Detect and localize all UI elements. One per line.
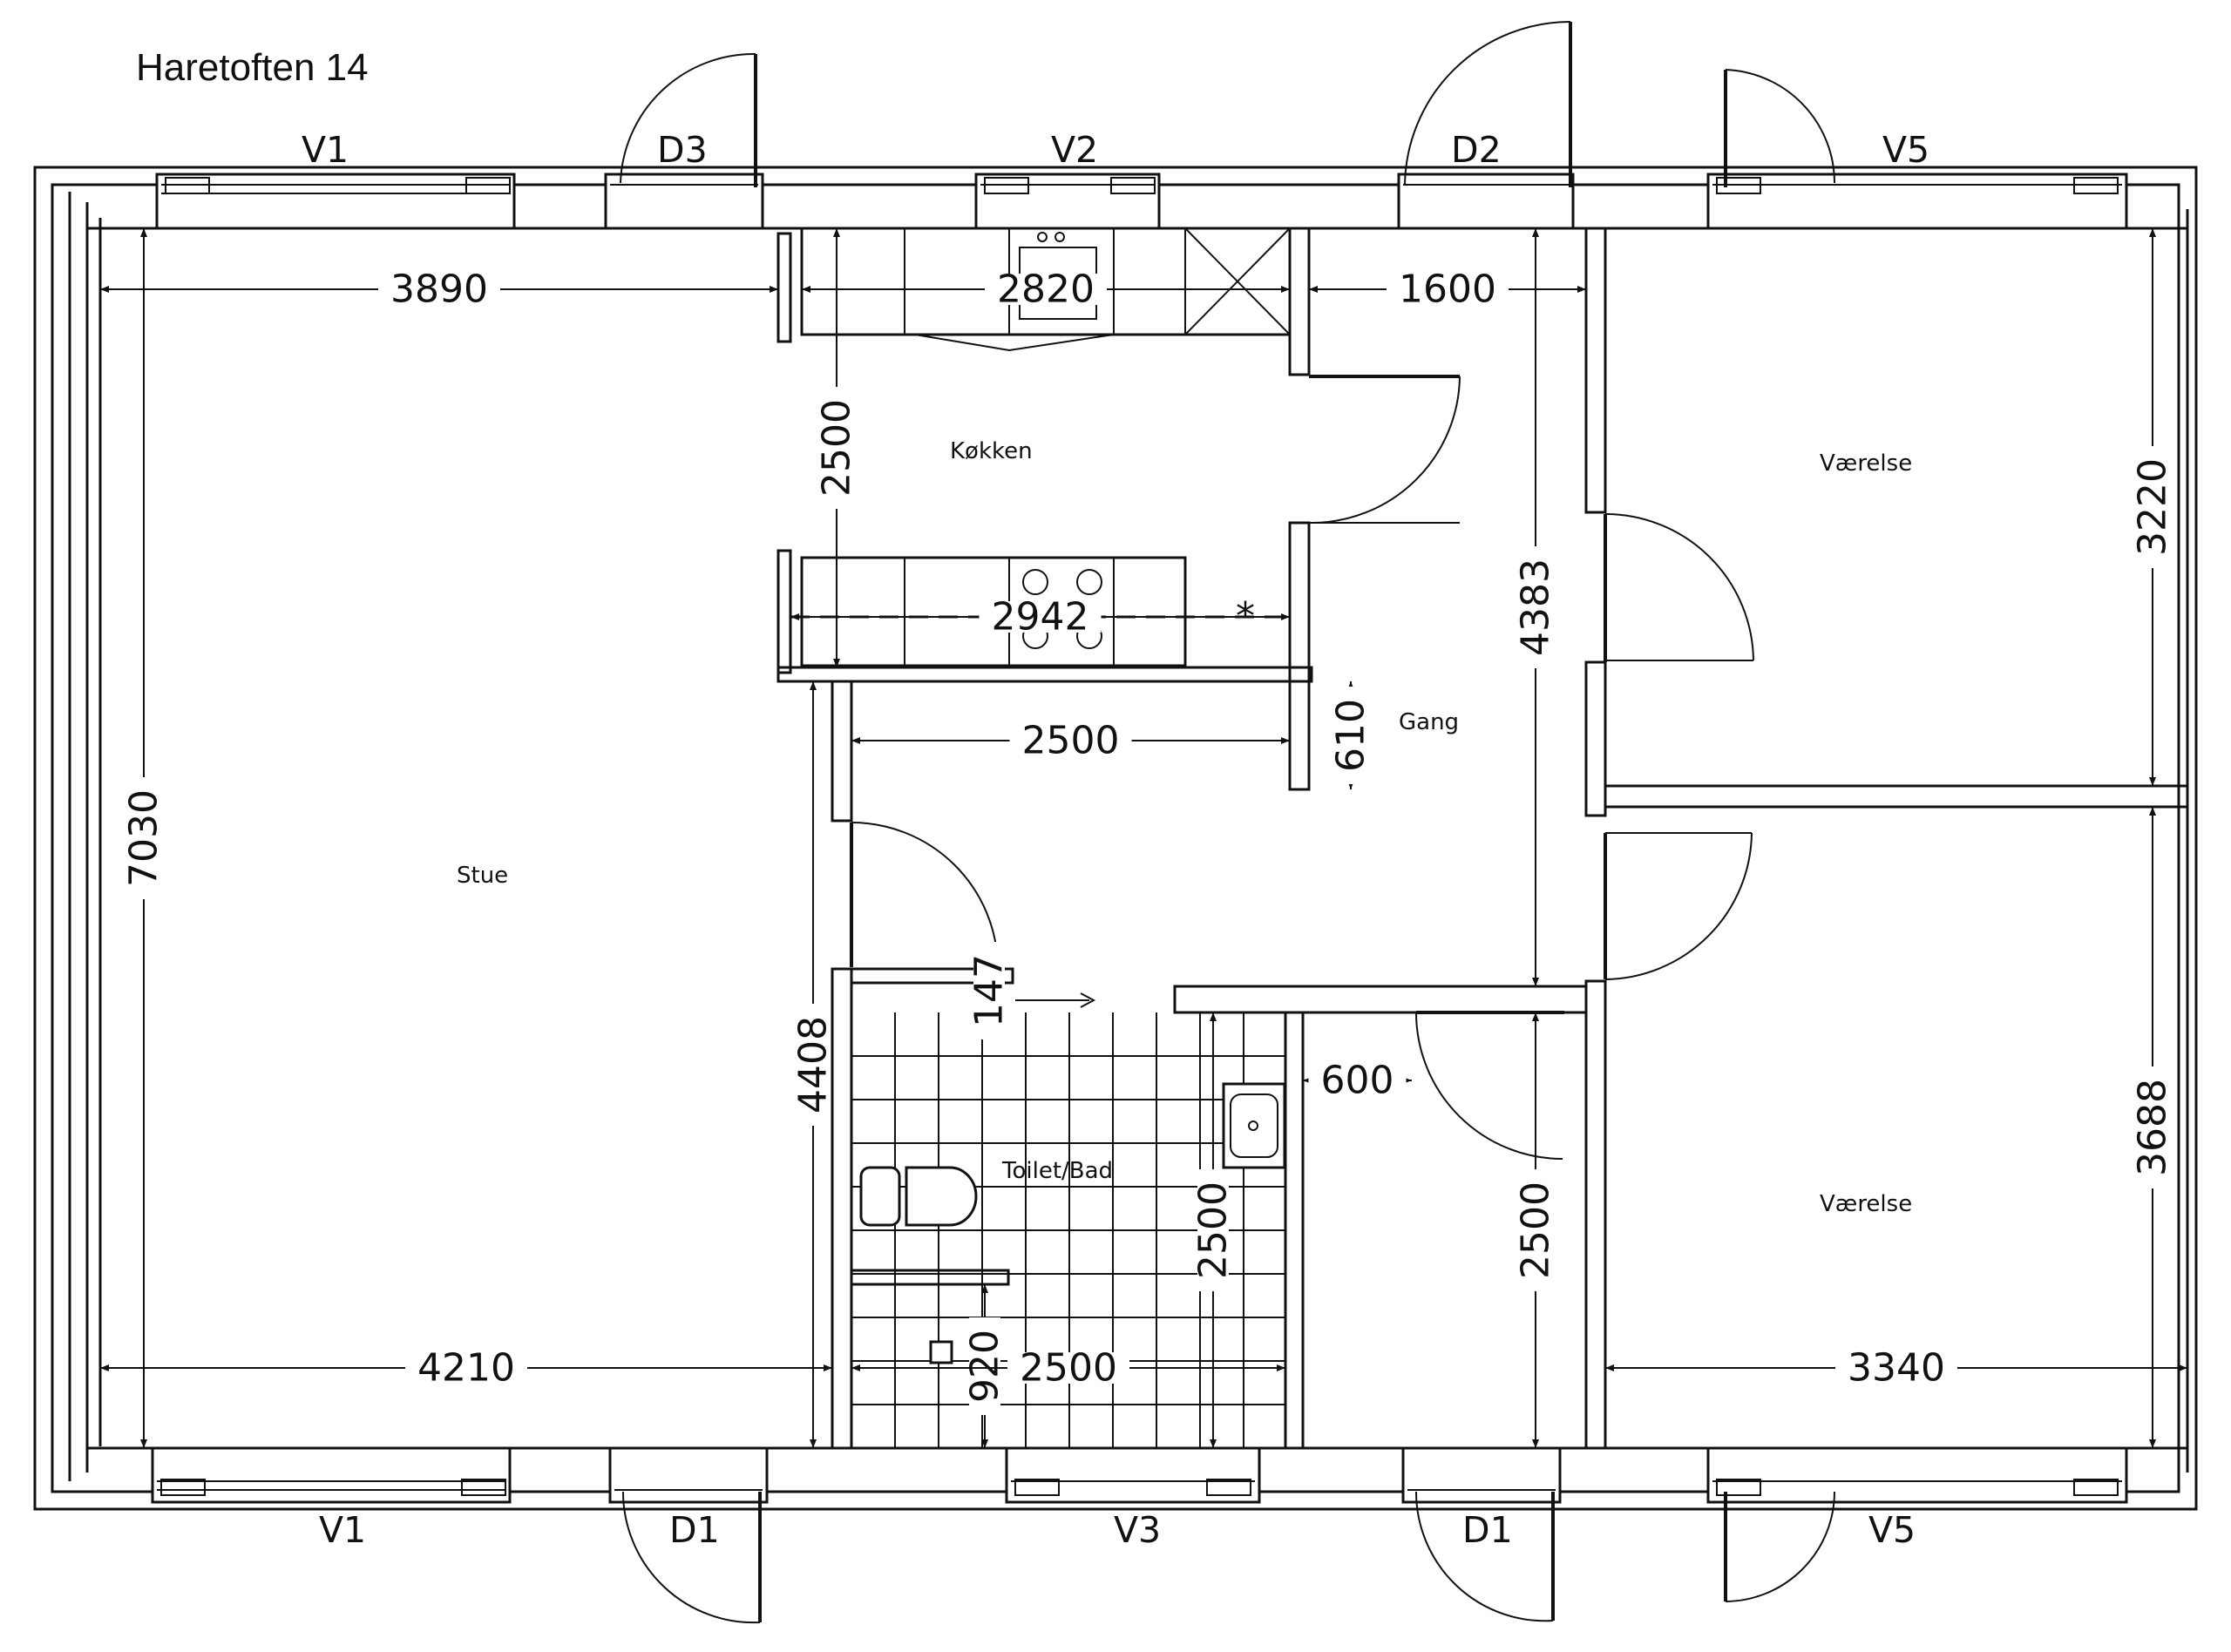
room-label-gang: Gang [1399, 709, 1459, 735]
dimension-label-bath-147: 147 [967, 954, 1012, 1027]
opening-label-bottom-v5: V5 [1868, 1509, 1916, 1551]
dimension-label-bg [1387, 274, 1509, 305]
dimension-label-bg [821, 387, 852, 509]
dimension-label-bg [1835, 1352, 1957, 1384]
room-label-toilet: Toilet/Bad [1001, 1158, 1113, 1184]
dimension-label-bg [979, 601, 1102, 633]
bottom-openings [151, 1446, 2128, 1624]
dimension-lines: 3890 2820 1600 2500 2942 2500 610 7030 4383 3220 4… [100, 228, 2187, 1448]
dimension-label-bath-depth: 2500 [1191, 1181, 1236, 1279]
bath-fixtures [859, 1082, 1286, 1364]
dimension-label-bath-width: 2500 [1020, 1346, 1117, 1391]
dimension-label-gang-top-width: 1600 [1399, 267, 1496, 312]
opening-label-top-v5: V5 [1882, 129, 1929, 171]
opening-label-top-d3: D3 [657, 129, 708, 171]
interior-doors [850, 375, 1754, 1160]
dimension-label-bath-left-depth: 4408 [791, 1016, 836, 1114]
dimension-label-room-bottom-width: 3340 [1848, 1346, 1945, 1391]
room-label-vaerelse-bottom: Værelse [1820, 1191, 1912, 1217]
dimension-label-bg [378, 274, 500, 305]
dimension-label-room-top-depth: 3220 [2131, 458, 2175, 556]
opening-label-bottom-v1: V1 [319, 1509, 366, 1551]
dimension-label-room-bottom-depth: 3688 [2131, 1079, 2175, 1176]
dimension-label-bg [1520, 1169, 1551, 1291]
dimension-label-bg [973, 942, 1005, 1039]
dimension-label-bg [2137, 446, 2168, 568]
dimension-label-bath-920: 920 [963, 1330, 1007, 1403]
room-label-vaerelse-top: Værelse [1820, 450, 1912, 477]
dimension-label-stue-depth: 7030 [122, 789, 166, 887]
dimension-label-bg [1007, 1352, 1129, 1384]
dimension-label-bg [2137, 1066, 2168, 1188]
dimension-label-bg [128, 777, 159, 899]
top-openings [155, 21, 2128, 230]
plan-title: Haretoften 14 [136, 46, 369, 89]
dimension-label-stue-bottom-width: 4210 [417, 1346, 515, 1391]
outer-walls [33, 166, 2198, 1511]
opening-label-bottom-d1-right: D1 [1462, 1509, 1513, 1551]
interior-walls [776, 227, 2189, 1450]
opening-label-bottom-v3: V3 [1114, 1509, 1161, 1551]
dimension-label-kitchen-depth: 2500 [815, 399, 859, 497]
dimension-label-bg [1197, 1169, 1229, 1291]
dimension-label-bath-600: 600 [1321, 1059, 1394, 1103]
dimension-label-bg [1308, 1065, 1407, 1096]
dimension-label-bg [1009, 725, 1132, 756]
dimension-label-gang-610: 610 [1329, 699, 1373, 772]
opening-label-bottom-d1-left: D1 [669, 1509, 720, 1551]
dimension-label-bg [1520, 546, 1551, 668]
dimension-label-gang-lower-depth: 2500 [1514, 1181, 1558, 1279]
room-label-stue: Stue [457, 863, 508, 889]
dimension-label-gang-depth: 4383 [1514, 559, 1558, 656]
dimension-label-kitchen-width: 2820 [997, 267, 1095, 312]
dimension-label-stue-top-width: 3890 [390, 267, 488, 312]
dimension-label-bg [405, 1352, 527, 1384]
opening-label-top-d2: D2 [1451, 129, 1502, 171]
room-label-kokken: Køkken [950, 438, 1033, 464]
dimension-label-bg [1335, 687, 1366, 784]
dimension-label-bg [985, 274, 1107, 305]
dimension-label-bg [797, 1004, 829, 1126]
dimension-label-gang-width-2500: 2500 [1022, 719, 1120, 763]
dimension-label-counter-length: 2942 [992, 595, 1089, 640]
opening-label-top-v2: V2 [1051, 129, 1098, 171]
opening-label-top-v1: V1 [302, 129, 349, 171]
